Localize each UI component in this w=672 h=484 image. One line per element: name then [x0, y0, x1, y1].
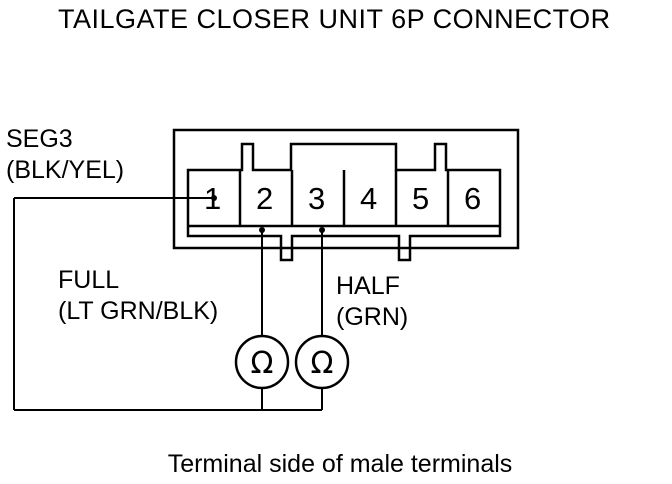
ohmmeter-full-symbol: Ω — [251, 346, 274, 381]
ohmmeter-half-icon: Ω — [294, 334, 350, 390]
connection-dot-terminal-1 — [211, 195, 217, 201]
seg3-wire-color: (BLK/YEL) — [6, 156, 125, 184]
terminal-5-label: 5 — [412, 181, 429, 216]
connector-terminal-outline — [186, 142, 502, 262]
terminal-6-label: 6 — [464, 181, 481, 216]
ohmmeter-half-symbol: Ω — [311, 346, 334, 381]
ohmmeter-full-icon: Ω — [234, 334, 290, 390]
diagram-caption: Terminal side of male terminals — [167, 450, 513, 478]
connection-dot-terminal-3 — [319, 227, 325, 233]
diagram-title: TAILGATE CLOSER UNIT 6P CONNECTOR — [58, 4, 611, 34]
seg3-label: SEG3 — [6, 125, 73, 153]
terminal-2-label: 2 — [256, 181, 273, 216]
half-label: HALF — [336, 272, 400, 300]
full-label: FULL — [58, 266, 120, 294]
terminal-1-label: 1 — [204, 181, 221, 216]
connection-dot-terminal-2 — [259, 227, 265, 233]
full-wire-color: (LT GRN/BLK) — [58, 297, 219, 325]
terminal-3-label: 3 — [308, 181, 325, 216]
connector-housing — [172, 128, 520, 250]
terminal-4-label: 4 — [360, 181, 377, 216]
half-wire-color: (GRN) — [336, 303, 409, 331]
